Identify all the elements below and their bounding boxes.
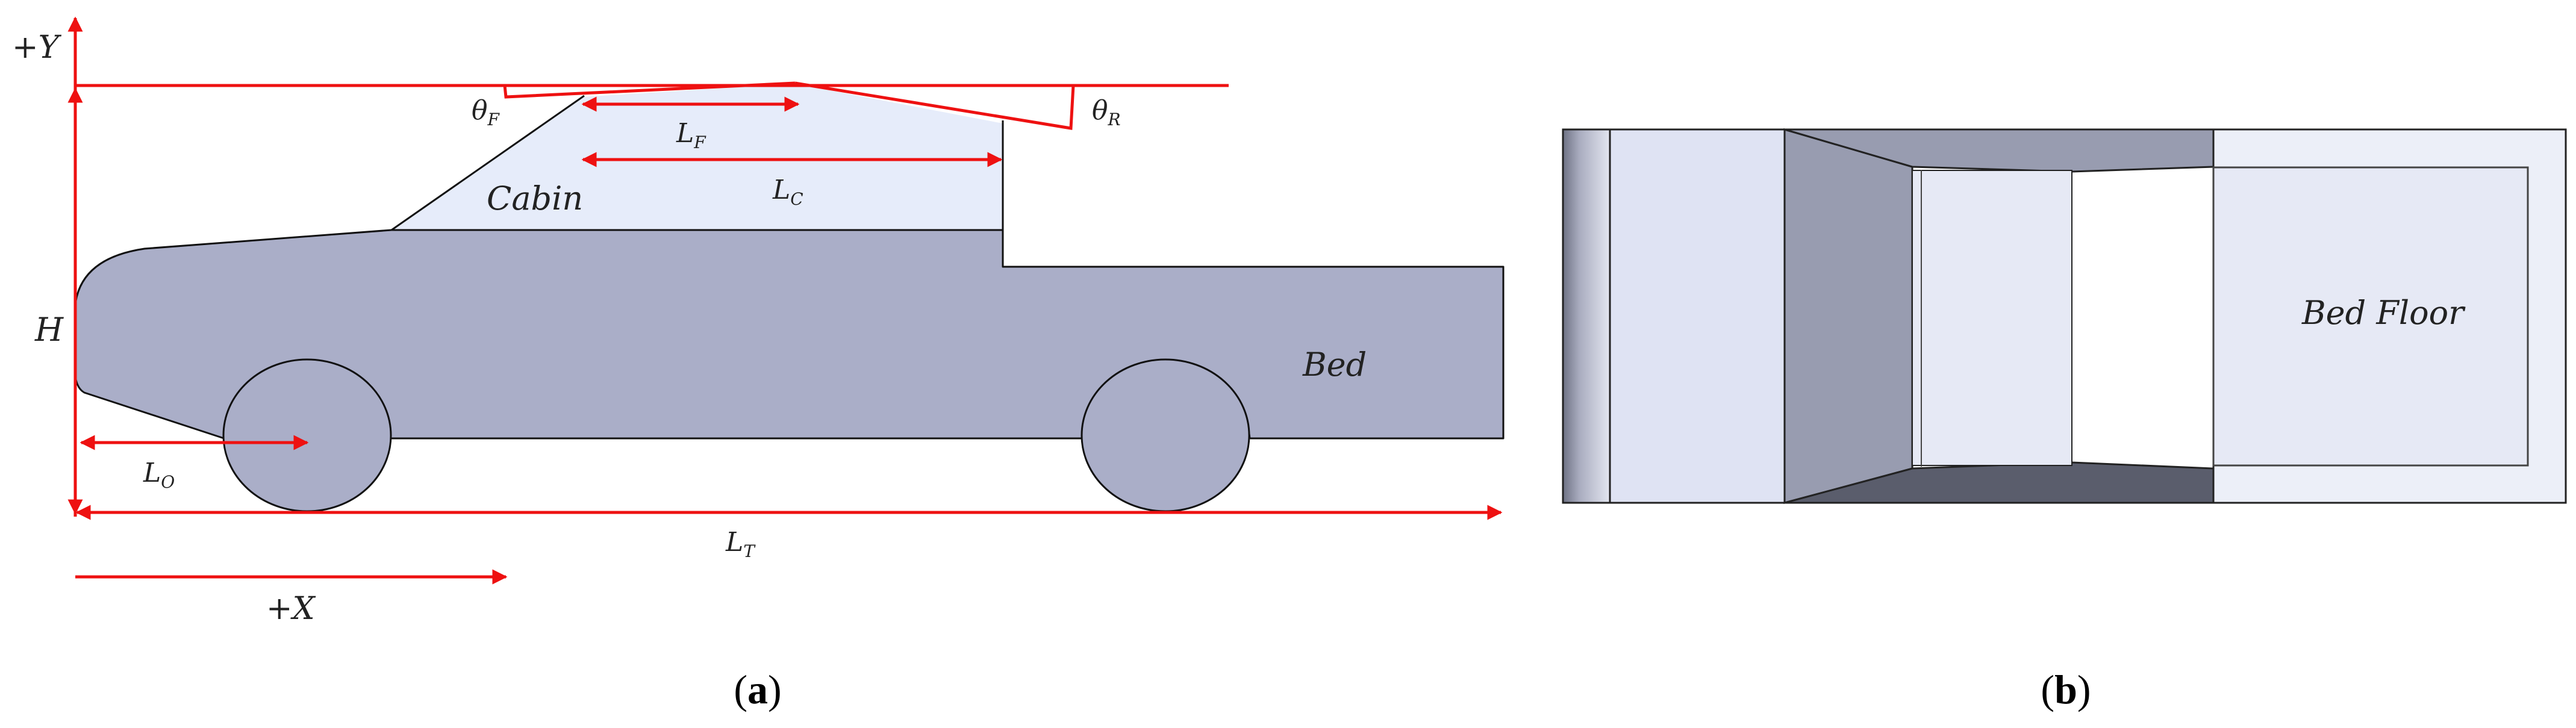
plus-x-label: +X xyxy=(266,591,316,627)
overhang-length-label: LO xyxy=(143,458,175,492)
cabin-label: Cabin xyxy=(487,179,583,217)
hood-section xyxy=(1609,128,1786,504)
front-length-label: LF xyxy=(676,118,706,152)
panel-a-caption: (a) xyxy=(734,667,781,712)
theta-rear-label: θR xyxy=(1092,95,1121,129)
bed-label: Bed xyxy=(1302,346,1367,384)
cabin-bottom-wall xyxy=(1784,461,2215,504)
height-label: H xyxy=(34,311,64,349)
rear-angle-marker xyxy=(794,81,1075,130)
cabin-interior-panel xyxy=(1912,170,2072,466)
cabin-front-wall xyxy=(1783,128,1913,504)
cabin-length-label: LC xyxy=(772,175,803,209)
front-angle-marker xyxy=(503,81,796,99)
windshield-line xyxy=(391,95,585,231)
nose-section xyxy=(1562,128,1611,504)
plus-y-label: +Y xyxy=(12,30,62,66)
bed-floor-label: Bed Floor xyxy=(2301,294,2466,332)
panel-a-side-view: +Y +X H θF θR LF LC LO LT Cabin Bed (a) xyxy=(12,16,1505,712)
rear-wheel xyxy=(1081,358,1250,512)
theta-front-label: θF xyxy=(472,95,501,129)
cabin-top-wall xyxy=(1784,128,2215,173)
bed-floor xyxy=(2212,166,2529,467)
panel-b-caption: (b) xyxy=(2041,667,2091,712)
total-length-label: LT xyxy=(725,527,756,561)
front-wheel xyxy=(222,358,392,512)
panel-b-top-view: Bed Floor (b) xyxy=(1562,128,2567,712)
